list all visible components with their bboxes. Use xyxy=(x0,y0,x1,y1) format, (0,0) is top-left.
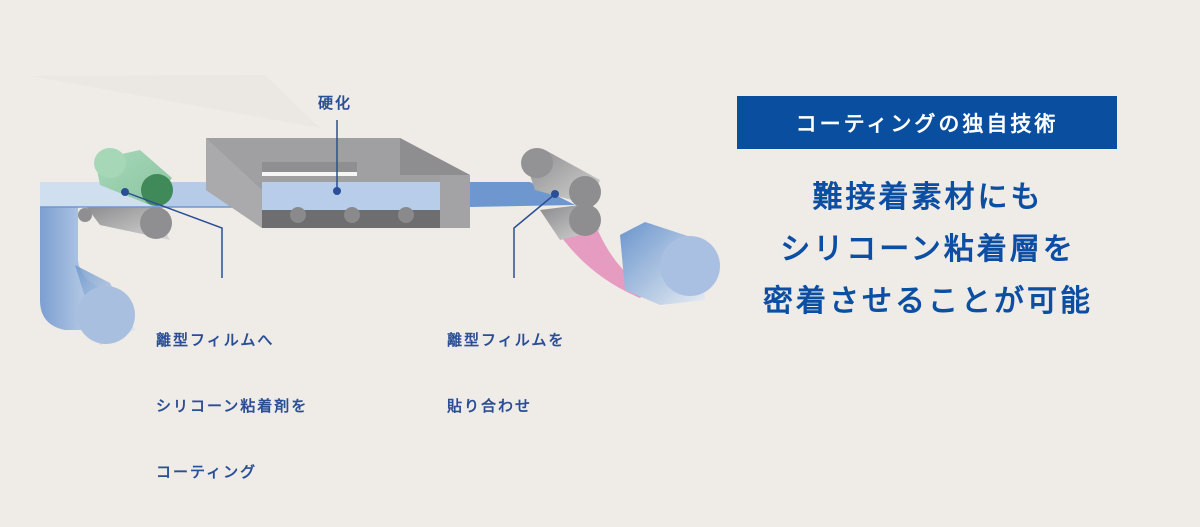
coating-label-line-3: コーティング xyxy=(156,463,258,481)
technology-badge: コーティングの独自技術 xyxy=(737,96,1117,149)
coating-marker xyxy=(121,188,129,196)
unwind-roll xyxy=(77,286,135,344)
curing-marker xyxy=(333,187,341,195)
coating-roll xyxy=(141,174,173,206)
lamination-label-line-1: 離型フィルムを xyxy=(447,331,566,349)
process-illustration xyxy=(30,75,720,345)
coating-label-line-1: 離型フィルムへ xyxy=(156,331,275,349)
coating-label-line-2: シリコーン粘着剤を xyxy=(156,397,309,415)
coating-step-label: 離型フィルムへ シリコーン粘着剤を コーティング xyxy=(156,285,308,527)
curing-label: 硬化 xyxy=(318,94,353,112)
headline-line-3: 密着させることが可能 xyxy=(763,284,1093,319)
nip-roll-bottom xyxy=(569,204,601,236)
coating-process-diagram: 硬化 離型フィルムへ シリコーン粘着剤を コーティング 離型フィルムを 貼り合わ… xyxy=(30,75,720,481)
lamination-step-label: 離型フィルムを 貼り合わせ xyxy=(447,285,565,461)
backup-roll xyxy=(140,207,172,239)
lamination-label-line-2: 貼り合わせ xyxy=(447,397,533,415)
headline-line-2: シリコーン粘着層を xyxy=(780,232,1076,267)
nip-roll-top xyxy=(569,176,601,208)
laminated-film xyxy=(470,182,575,207)
headline: 難接着素材にも シリコーン粘着層を 密着させることが可能 xyxy=(740,172,1116,328)
rewind-roll xyxy=(660,236,720,296)
headline-line-1: 難接着素材にも xyxy=(812,180,1044,215)
lamination-marker xyxy=(551,190,559,198)
light-beam xyxy=(30,75,320,128)
